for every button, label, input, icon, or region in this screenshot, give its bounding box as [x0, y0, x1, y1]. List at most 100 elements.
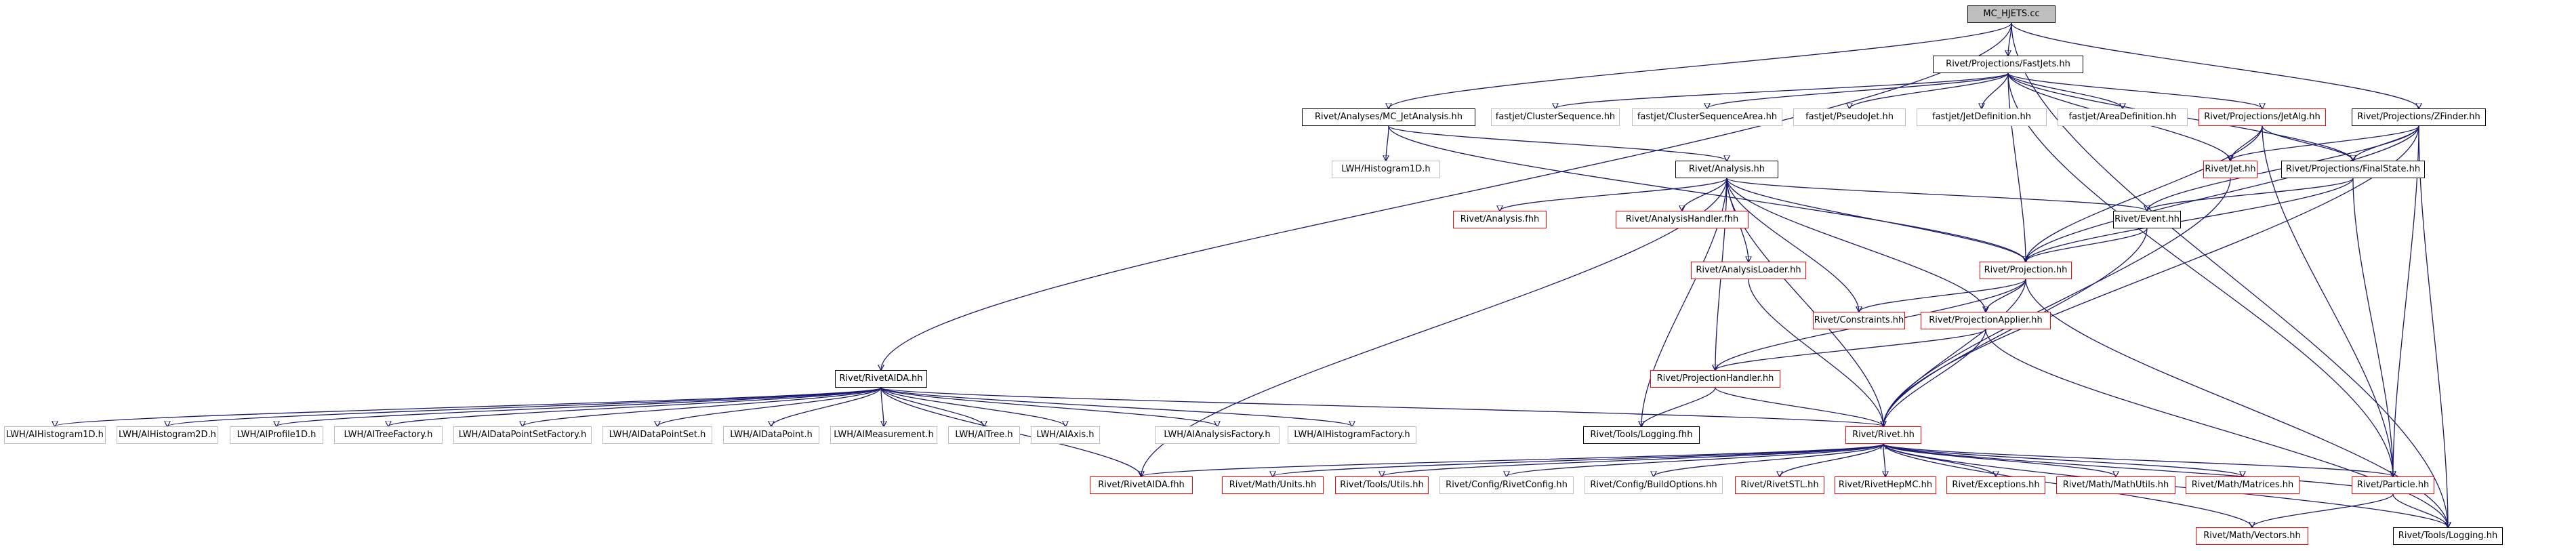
node-exceptions[interactable]: Rivet/Exceptions.hh: [1946, 476, 2045, 494]
edge-rivet-to-math_units: [1273, 443, 1884, 476]
edge-particle-to-tools_logging: [2392, 493, 2448, 527]
node-zfinder[interactable]: Rivet/Projections/ZFinder.hh: [2352, 108, 2486, 126]
node-analysis-handler-fhh[interactable]: Rivet/AnalysisHandler.fhh: [1616, 211, 1749, 228]
edge-projapplier-to-tools_logging: [1985, 329, 2448, 527]
node-projection-applier[interactable]: Rivet/ProjectionApplier.hh: [1921, 312, 2051, 329]
node-area-definition: fastjet/AreaDefinition.hh: [2058, 108, 2188, 126]
edge-projapplier-to-rivet: [1883, 329, 1986, 426]
edge-projection-to-projapplier: [1986, 279, 2026, 312]
node-jet-alg[interactable]: Rivet/Projections/JetAlg.hh: [2199, 108, 2326, 126]
node-constraints[interactable]: Rivet/Constraints.hh: [1813, 312, 1905, 329]
node-cluster-sequence-area: fastjet/ClusterSequenceArea.hh: [1632, 108, 1782, 126]
edge-zfinder-to-jet: [2230, 125, 2419, 161]
node-projection[interactable]: Rivet/Projection.hh: [1980, 262, 2072, 279]
node-tools-logging[interactable]: Rivet/Tools/Logging.hh: [2393, 527, 2503, 545]
node-rivet-aida-fhh[interactable]: Rivet/RivetAIDA.fhh: [1090, 476, 1193, 494]
edge-rivet-to-config_rivet: [1507, 443, 1884, 476]
edge-analysis-to-projapplier: [1726, 178, 1986, 312]
node-analysis[interactable]: Rivet/Analysis.hh: [1675, 161, 1778, 178]
node-analysis-loader[interactable]: Rivet/AnalysisLoader.hh: [1691, 262, 1806, 279]
node-rivet[interactable]: Rivet/Rivet.hh: [1845, 426, 1921, 444]
edge-jetalg-to-particle: [2262, 125, 2393, 476]
edge-riveraida-to-aidpsfactory: [523, 387, 882, 426]
edge-riveraida-to-aitreefactory: [388, 387, 882, 426]
node-rivet-stl[interactable]: Rivet/RivetSTL.hh: [1735, 476, 1824, 494]
edge-analysis-to-projection: [1726, 178, 2026, 262]
edge-riveraida-to-aidp: [771, 387, 882, 426]
edge-rivet-to-rivetaida_fhh: [1141, 443, 1884, 476]
node-ai-axis: LWH/AIAxis.h: [1031, 426, 1100, 444]
edge-analysisloader-to-rivet: [1748, 279, 1883, 426]
edge-finalstate-to-particle: [2352, 178, 2393, 476]
node-ai-analysis-factory: LWH/AIAnalysisFactory.h: [1155, 426, 1280, 444]
node-ai-histogram-factory: LWH/AIHistogramFactory.h: [1288, 426, 1416, 444]
node-config-build-options: Rivet/Config/BuildOptions.hh: [1585, 476, 1723, 494]
node-particle[interactable]: Rivet/Particle.hh: [2352, 476, 2434, 494]
node-final-state[interactable]: Rivet/Projections/FinalState.hh: [2281, 161, 2425, 178]
edge-projapplier-to-projhandler: [1715, 329, 1986, 370]
node-fastjets[interactable]: Rivet/Projections/FastJets.hh: [1933, 56, 2083, 73]
edge-rivet-to-particle: [1883, 443, 2393, 476]
edge-mcjet-to-analysis: [1388, 125, 1727, 161]
edge-zfinder-to-tools_logging: [2418, 125, 2448, 527]
node-math-vectors[interactable]: Rivet/Math/Vectors.hh: [2196, 527, 2308, 545]
edge-fastjets-to-jetalg: [2007, 73, 2262, 108]
node-ai-histogram2d: LWH/AIHistogram2D.h: [117, 426, 218, 444]
edge-analysis-to-rivet: [1726, 178, 1883, 426]
edge-rivet-to-math_mathutils: [1883, 443, 2116, 476]
edge-riveraida-to-aiprofile1d: [277, 387, 882, 426]
node-ai-tree-factory: LWH/AITreeFactory.h: [334, 426, 443, 444]
node-mc-jet-analysis[interactable]: Rivet/Analyses/MC_JetAnalysis.hh: [1302, 108, 1475, 126]
edge-riveraida-to-aiaxis: [880, 387, 1065, 426]
edge-riveraida-to-aimeasurement: [880, 387, 884, 426]
node-projection-handler[interactable]: Rivet/ProjectionHandler.hh: [1650, 370, 1780, 388]
edge-particle-to-math_vectors: [2252, 493, 2394, 527]
edge-analysis-to-event: [1726, 178, 2147, 211]
edge-fastjets-to-areadef: [2007, 73, 2123, 108]
edge-finalstate-to-projection: [2026, 178, 2354, 262]
edge-projection-to-rivet: [1883, 279, 2026, 426]
edge-fastjets-to-pseudojet: [1849, 73, 2009, 108]
edge-fastjets-to-particle: [2007, 73, 2393, 476]
edge-riveraida-to-rivet: [880, 387, 1883, 426]
node-config-rivet-config: Rivet/Config/RivetConfig.hh: [1439, 476, 1574, 494]
node-math-matrices[interactable]: Rivet/Math/Matrices.hh: [2186, 476, 2299, 494]
edge-analysis-to-tools_logging_fhh: [1641, 178, 1727, 426]
edge-fastjets-to-cluster_seq_area: [1707, 73, 2009, 108]
node-rivet-hepmc[interactable]: Rivet/RivetHepMC.hh: [1835, 476, 1936, 494]
node-ai-datapointset: LWH/AIDataPointSet.h: [602, 426, 712, 444]
node-tools-utils[interactable]: Rivet/Tools/Utils.hh: [1335, 476, 1429, 494]
node-ai-datapointset-factory: LWH/AIDataPointSetFactory.h: [453, 426, 592, 444]
edge-analysis-to-constraints: [1726, 178, 1859, 312]
node-jet[interactable]: Rivet/Jet.hh: [2203, 161, 2257, 178]
edge-riveraida-to-aihistogram1d: [55, 387, 882, 426]
node-tools-logging-fhh[interactable]: Rivet/Tools/Logging.fhh: [1583, 426, 1700, 444]
edge-zfinder-to-particle: [2393, 125, 2419, 476]
edge-fastjets-to-jetdef: [1982, 73, 2009, 108]
edge-rivet-to-rivethepmc: [1883, 443, 1885, 476]
edge-riveraida-to-aihistfactory: [880, 387, 1352, 426]
node-jet-definition: fastjet/JetDefinition.hh: [1917, 108, 2047, 126]
node-ai-histogram1d: LWH/AIHistogram1D.h: [4, 426, 106, 444]
edge-riveraida-to-aidps: [657, 387, 882, 426]
edge-rivet-to-tools_utils: [1382, 443, 1884, 476]
edge-fastjets-to-cluster_seq: [1555, 73, 2009, 108]
node-ai-datapoint: LWH/AIDataPoint.h: [723, 426, 819, 444]
node-analysis-fhh[interactable]: Rivet/Analysis.fhh: [1453, 211, 1547, 228]
edge-rivet-to-rivetstl: [1780, 443, 1884, 476]
edge-riveraida-to-aianalysisfactory: [880, 387, 1217, 426]
edge-jet-to-rivet: [1883, 178, 2231, 426]
node-math-mathutils[interactable]: Rivet/Math/MathUtils.hh: [2056, 476, 2175, 494]
edge-projhandler-to-rivet: [1715, 387, 1883, 426]
node-event[interactable]: Rivet/Event.hh: [2113, 211, 2181, 228]
edge-root-to-mcjet: [1389, 22, 2012, 108]
edge-root-to-tools_logging: [2011, 22, 2448, 527]
node-rivet-aida[interactable]: Rivet/RivetAIDA.hh: [835, 370, 927, 388]
node-cluster-sequence: fastjet/ClusterSequence.hh: [1491, 108, 1620, 126]
edge-projection-to-constraints: [1859, 279, 2026, 312]
edge-root-to-zfinder: [2011, 22, 2419, 108]
node-math-units[interactable]: Rivet/Math/Units.hh: [1222, 476, 1324, 494]
edge-rivet-to-config_build: [1654, 443, 1884, 476]
edge-riveraida-to-aihistogram2d: [167, 387, 882, 426]
